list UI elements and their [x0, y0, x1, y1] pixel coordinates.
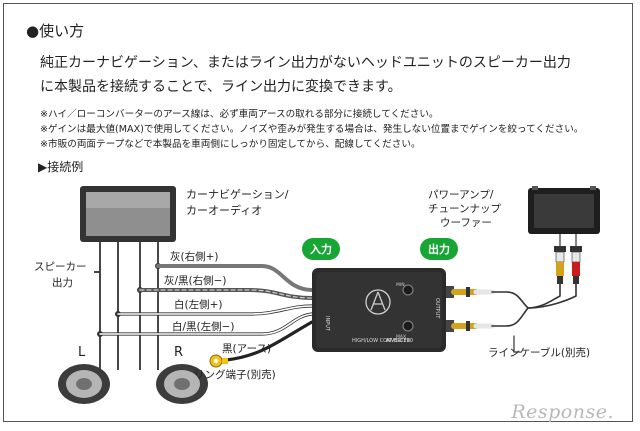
device-name: HIGH/LOW CONVERTER	[352, 338, 411, 344]
wire-gray-black-right-minus: 灰/黒(右側−)	[164, 274, 227, 287]
ring-terminal-label: リング端子(別売)	[194, 368, 276, 381]
input-badge: 入力	[302, 238, 340, 260]
head-unit-label-2: カーオーディオ	[186, 203, 262, 217]
speaker-output-label-1: スピーカー	[34, 261, 87, 273]
wire-white-black-left-minus: 白/黒(左側−)	[172, 320, 235, 333]
speaker-output-label-2: 出力	[52, 276, 73, 289]
wire-ground: 黒(アース)	[222, 343, 271, 355]
lead-text-line-2: に本製品を接続することで、ライン出力に変換できます。	[40, 79, 402, 95]
note-ground: ※ハイ／ローコンバーターのアース線は、必ず車両アースの取れる部分に接続してくださ…	[40, 109, 439, 120]
watermark-logo: Response.	[511, 401, 614, 423]
head-unit-icon	[80, 186, 176, 242]
device-input-label: INPUT	[324, 316, 330, 332]
rca-plugs	[554, 234, 582, 284]
speaker-left-icon	[58, 364, 110, 404]
content-frame	[3, 3, 633, 422]
converter-device	[312, 268, 454, 352]
wire-white-left-plus: 白(左側+)	[174, 298, 223, 311]
head-unit-label-1: カーナビゲーション/	[186, 188, 289, 201]
wire-gray-right-plus: 灰(右側+)	[170, 250, 219, 263]
amp-label-3: ウーファー	[440, 217, 492, 229]
ring-terminal-icon	[209, 354, 228, 368]
output-badge: 出力	[420, 238, 458, 260]
speaker-left-label: L	[78, 345, 86, 360]
section-title: ●使い方	[26, 22, 85, 40]
device-output-label: OUTPUT	[434, 298, 440, 319]
note-mounting: ※市販の両面テープなどで本製品を車両側にしっかり固定してから、配線してください。	[40, 139, 421, 150]
line-cable-label: ラインケーブル(別売)	[488, 346, 590, 359]
amp-label-2: チューンナップ	[428, 203, 501, 215]
power-amplifier-icon	[528, 186, 600, 234]
speaker-right-label: R	[174, 345, 183, 360]
gain-min-label: MIN	[396, 282, 405, 288]
amp-label-1: パワーアンプ/	[428, 189, 494, 201]
gain-max-label: MAX	[396, 334, 406, 340]
note-gain: ※ゲインは最大値(MAX)で使用してください。ノイズや歪みが発生する場合は、発生…	[40, 124, 584, 135]
speaker-right-icon	[156, 364, 208, 404]
example-title: ▶接続例	[38, 160, 84, 174]
lead-text-line-1: 純正カーナビゲーション、またはライン出力がないヘッドユニットのスピーカー出力	[40, 55, 571, 71]
device-model: AT-HLC230	[386, 338, 413, 344]
